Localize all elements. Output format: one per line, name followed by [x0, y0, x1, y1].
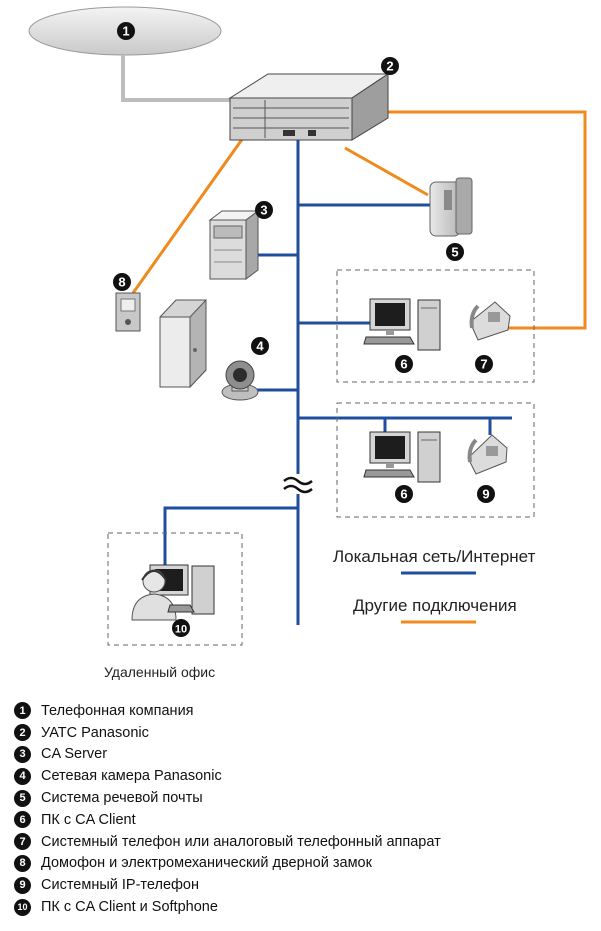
- office-group-1: [336, 269, 535, 383]
- legend-other-label: Другие подключения: [353, 596, 517, 615]
- badge-2: 2: [381, 57, 399, 75]
- legend-item: 6 ПК с CA Client: [14, 809, 441, 831]
- svg-text:3: 3: [260, 203, 267, 218]
- legend-lan-label: Локальная сеть/Интернет: [333, 547, 536, 566]
- legend-number: 4: [14, 767, 31, 785]
- legend-number: 9: [14, 876, 31, 894]
- legend-item: 10 ПК с CA Client и Softphone: [14, 896, 441, 918]
- legend-number: 8: [14, 854, 31, 872]
- legend-item-label: ПК с CA Client: [41, 811, 136, 828]
- svg-text:8: 8: [118, 275, 125, 290]
- pstn-line: [121, 55, 232, 102]
- legend-item-label: УАТС Panasonic: [41, 724, 149, 741]
- legend-item-label: ПК с CA Client и Softphone: [41, 899, 218, 916]
- badge-7: 7: [475, 355, 493, 373]
- legend-number: 7: [14, 833, 31, 851]
- legend-item: 5 Система речевой почты: [14, 787, 441, 809]
- svg-text:2: 2: [386, 59, 393, 74]
- legend-number: 3: [14, 745, 31, 763]
- legend-number: 1: [14, 702, 31, 720]
- remote-office-label: Удаленный офис: [104, 664, 215, 680]
- svg-text:4: 4: [256, 339, 264, 354]
- pc-icon-1: [363, 298, 441, 351]
- svg-text:5: 5: [451, 245, 458, 260]
- badge-4: 4: [251, 337, 269, 355]
- legend-item: 8 Домофон и электромеханический дверной з…: [14, 853, 441, 875]
- pbx-icon: [228, 73, 390, 141]
- ca-server-icon: [208, 210, 260, 280]
- badge-1: 1: [117, 22, 135, 40]
- svg-text:9: 9: [482, 487, 489, 502]
- svg-text:1: 1: [122, 24, 129, 39]
- legend-item: 9 Системный IP-телефон: [14, 874, 441, 896]
- legend-item-label: Сетевая камера Panasonic: [41, 768, 222, 785]
- legend-item: 1 Телефонная компания: [14, 700, 441, 722]
- legend-number: 5: [14, 789, 31, 807]
- office-group-2: [336, 402, 535, 518]
- legend-item: 7 Системный телефон или аналоговый телефо…: [14, 831, 441, 853]
- legend-number: 10: [14, 898, 31, 916]
- numbered-legend-list: 1 Телефонная компания 2 УАТС Panasonic 3 CA…: [14, 700, 441, 918]
- badge-10: 10: [172, 619, 190, 637]
- badge-5: 5: [446, 243, 464, 261]
- svg-text:6: 6: [400, 357, 407, 372]
- svg-text:10: 10: [175, 624, 187, 636]
- legend-item: 3 CA Server: [14, 744, 441, 766]
- legend-item-label: Системный телефон или аналоговый телефон…: [41, 833, 441, 850]
- legend-number: 6: [14, 811, 31, 829]
- voice-mail-icon: [429, 177, 473, 237]
- remote-office-box: [107, 532, 243, 646]
- badge-6a: 6: [395, 355, 413, 373]
- lan-lines: [163, 140, 512, 625]
- legend-item-label: Телефонная компания: [41, 702, 194, 719]
- line-break-icon: [283, 474, 314, 494]
- door-icon: [159, 298, 207, 389]
- ip-phone-icon: [467, 434, 508, 475]
- other-connection-lines: [131, 110, 587, 330]
- phone-icon-7: [469, 301, 511, 341]
- legend: Локальная сеть/Интернет Другие подключен…: [333, 547, 536, 624]
- network-diagram: 1 2 3 4 5 6 7 8 6 9 10 Локальная сеть/Ин…: [28, 6, 587, 680]
- pc-icon-2: [363, 431, 441, 483]
- legend-number: 2: [14, 724, 31, 742]
- legend-item-label: Домофон и электромеханический дверной за…: [41, 855, 372, 872]
- legend-item: 2 УАТС Panasonic: [14, 722, 441, 744]
- badge-6b: 6: [395, 485, 413, 503]
- badge-8: 8: [113, 273, 131, 291]
- legend-item-label: CA Server: [41, 746, 108, 763]
- door-phone-icon: [115, 292, 141, 332]
- remote-pc-user-icon: [131, 564, 215, 621]
- badge-3: 3: [255, 201, 273, 219]
- legend-item-label: Системный IP-телефон: [41, 877, 200, 894]
- network-camera-icon: [221, 360, 259, 401]
- svg-text:6: 6: [400, 487, 407, 502]
- legend-item-label: Система речевой почты: [41, 790, 203, 807]
- badge-9: 9: [477, 485, 495, 503]
- svg-text:7: 7: [480, 357, 487, 372]
- legend-item: 4 Сетевая камера Panasonic: [14, 765, 441, 787]
